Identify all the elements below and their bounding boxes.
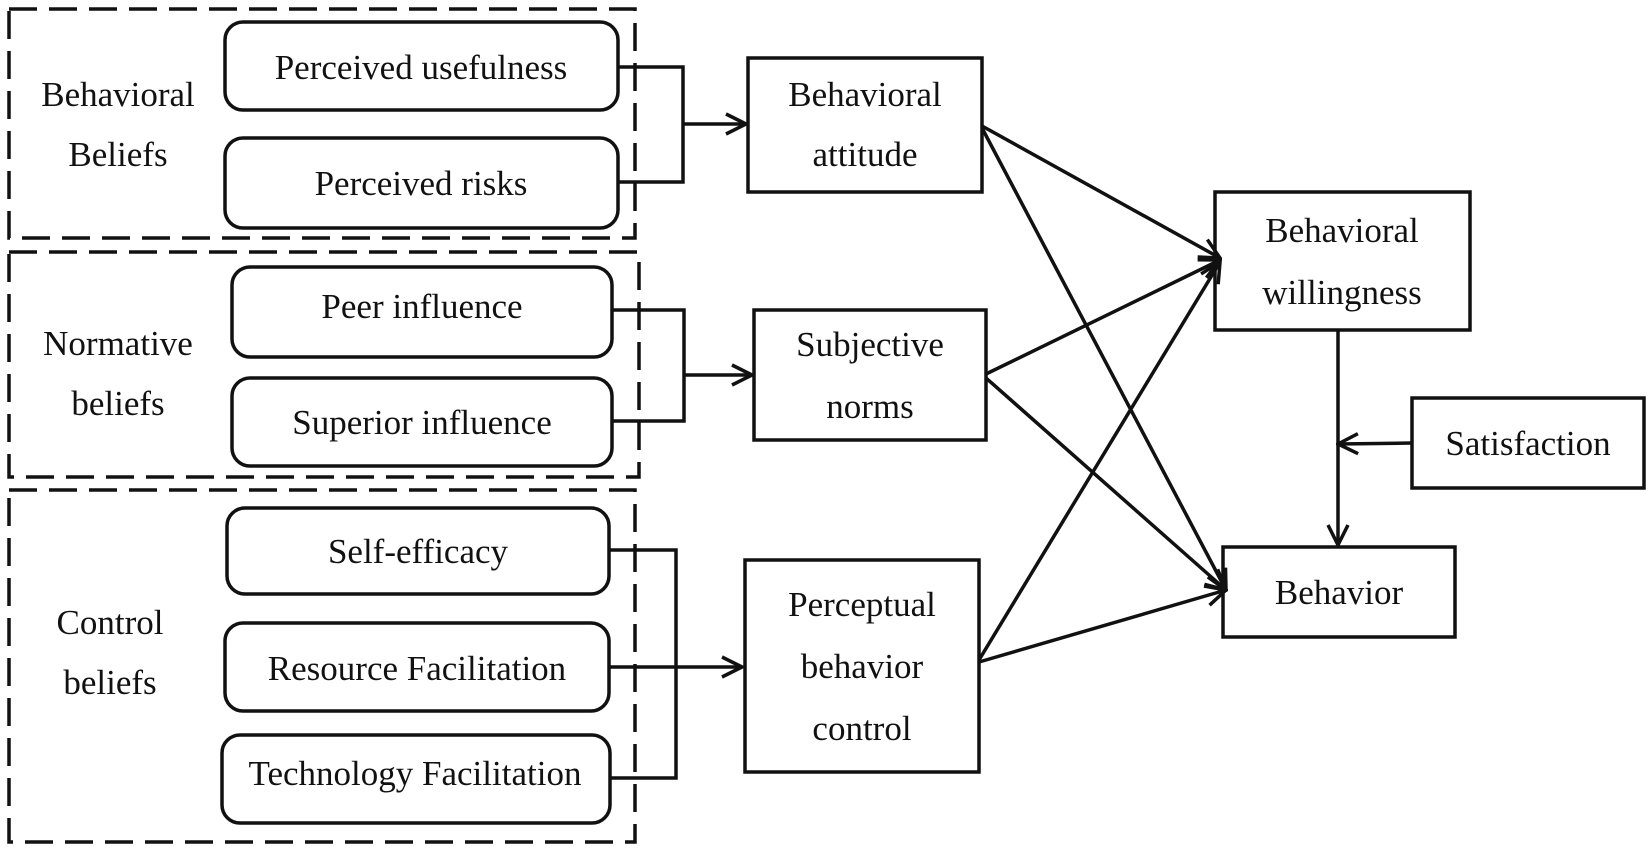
behavioral-beliefs-label-line1: Behavioral [41,75,195,114]
control-beliefs-bracket [609,548,678,780]
perceptual-behavior-control-label-line3: control [812,709,911,748]
arrow-norms-to-willingness [985,260,1220,376]
perceptual-behavior-control-label-line2: behavior [801,647,924,686]
normative-beliefs-group [7,250,641,479]
arrow-pbc-to-willingness [977,262,1220,661]
superior-influence-label: Superior influence [292,403,552,442]
technology-facilitation-label: Technology Facilitation [249,754,582,793]
behavior-label: Behavior [1275,573,1404,612]
behavior-box [1221,545,1457,639]
peer-influence-label: Peer influence [321,287,522,326]
self-efficacy-label: Self-efficacy [328,532,509,571]
subjective-norms-label-line2: norms [826,387,914,426]
behavioral-willingness-label-line1: Behavioral [1265,211,1419,250]
normative-beliefs-bracket [612,308,686,423]
normative-beliefs-label-line1: Normative [43,324,193,363]
normative-beliefs-label-line2: beliefs [71,384,164,423]
control-beliefs-label-line2: beliefs [63,663,156,702]
behavioral-willingness-label-line2: willingness [1262,273,1421,312]
control-beliefs-label-line1: Control [57,603,164,642]
perceptual-behavior-control-label-line1: Perceptual [788,585,936,624]
subjective-norms-box [752,308,988,442]
subjective-norms-label-line1: Subjective [796,325,944,364]
perceptual-behavior-control-box [743,558,981,774]
behavioral-beliefs-label-line2: Beliefs [68,135,167,174]
arrow-norms-to-behavior [984,376,1226,590]
peer-influence-box [230,265,614,359]
behavioral-attitude-label-line2: attitude [813,135,918,174]
perceived-risks-label: Perceived risks [315,164,528,203]
arrow-attitude-to-behavior [980,127,1226,590]
satisfaction-label: Satisfaction [1445,424,1610,463]
arrow-pbc-to-behavior [978,590,1226,664]
resource-facilitation-label: Resource Facilitation [268,649,566,688]
behavioral-attitude-box [746,56,984,194]
behavioral-attitude-label-line1: Behavioral [788,75,942,114]
behavioral-willingness-box [1213,190,1472,332]
perceived-usefulness-label: Perceived usefulness [275,48,568,87]
arrow-attitude-to-willingness [981,124,1220,258]
behavioral-beliefs-bracket [618,65,685,184]
arrow-satisfaction-moderation [1338,443,1413,444]
behavioral-beliefs-group [7,7,637,240]
